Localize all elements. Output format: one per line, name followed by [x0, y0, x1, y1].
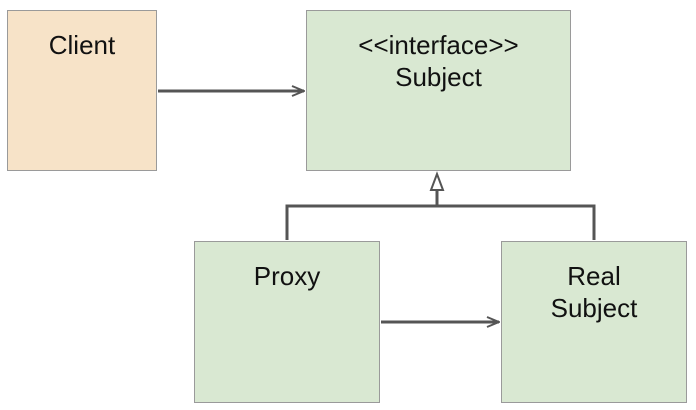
realization-hollow-triangle-icon	[429, 171, 445, 191]
client-label: Client	[48, 30, 116, 60]
subject-node: <<interface>> Subject	[306, 10, 571, 171]
real-subject-label-line1: Real	[567, 261, 621, 291]
client-node: Client	[7, 10, 157, 171]
proxy-node: Proxy	[194, 241, 380, 403]
subject-stereotype: <<interface>>	[358, 30, 519, 60]
subject-label: Subject	[395, 62, 482, 92]
realization-branch-line	[285, 204, 596, 240]
real-subject-label-line2: Subject	[550, 293, 638, 323]
proxy-label: Proxy	[253, 261, 321, 291]
real-subject-node: Real Subject	[501, 241, 687, 403]
